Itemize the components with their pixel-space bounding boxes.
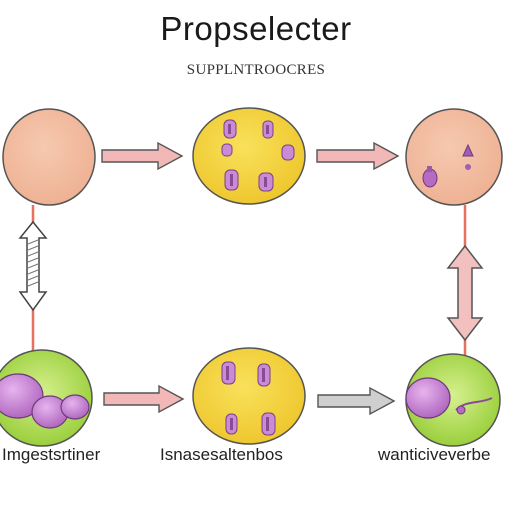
green-cell-bottom-left [0, 349, 93, 447]
top-arrow-2 [316, 141, 400, 171]
bottom-arrow-2 [317, 386, 396, 416]
caption-left: Imgestsrtiner [2, 445, 101, 464]
green-cell-bottom-right [405, 353, 501, 447]
top-arrow-1 [101, 141, 184, 171]
diagram-title: Propselecter [160, 10, 352, 47]
yellow-cell-top-middle [192, 107, 306, 205]
peach-cell-top-left [2, 108, 96, 206]
yellow-cell-bottom-middle [192, 347, 306, 445]
right-double-arrow [446, 244, 484, 342]
left-double-arrow [18, 220, 48, 312]
caption-right: wanticiveverbe [378, 445, 491, 464]
peach-cell-top-right [405, 108, 503, 206]
bottom-arrow-1 [103, 384, 185, 414]
diagram-subtitle: SUPPLNTROOCRES [186, 62, 326, 78]
caption-middle: Isnasesaltenbos [160, 445, 283, 464]
